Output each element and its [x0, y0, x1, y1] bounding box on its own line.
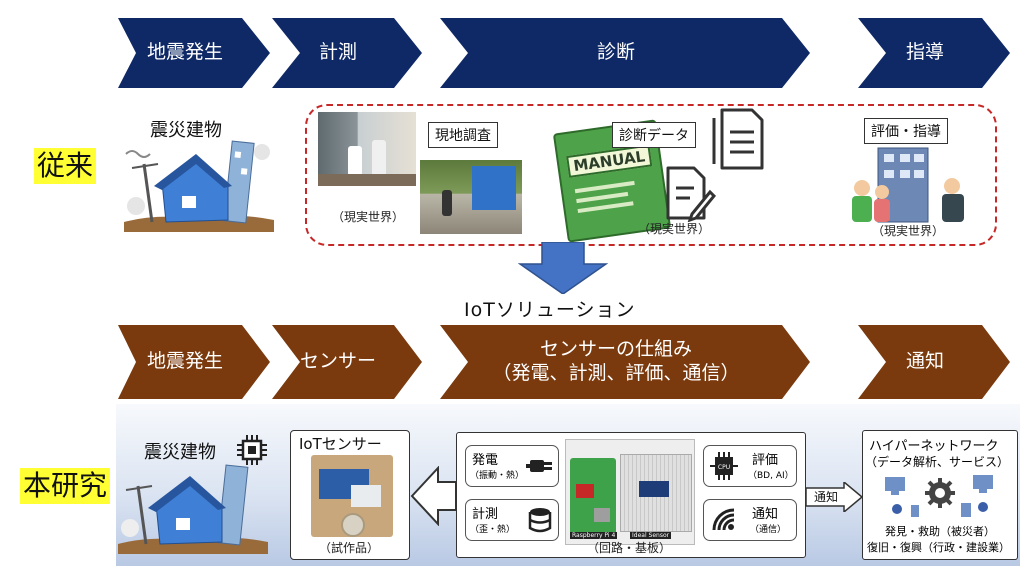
row-label-conventional: 従来: [34, 148, 97, 184]
measure-box: 計測 （歪・熱）: [465, 499, 559, 541]
guidance-caption: （現実世界）: [872, 224, 945, 238]
measure-sub: （歪・熱）: [470, 525, 516, 535]
document-icon: [712, 108, 764, 170]
iot-sensor-photo: [311, 455, 393, 537]
comm-title: 通知: [752, 507, 779, 522]
plug-icon: [526, 460, 552, 472]
raspberry-board: [570, 458, 616, 538]
evaluate-title: 評価: [752, 453, 779, 468]
power-sub: （振動・熱）: [470, 471, 525, 481]
power-box: 発電 （振動・熱）: [465, 445, 559, 487]
conventional-process-frame: [305, 104, 997, 246]
site-survey-label: 現地調査: [428, 122, 498, 148]
iot-sensor-caption: （試作品）: [319, 541, 380, 555]
building-label-bottom: 震災建物: [144, 442, 216, 463]
notify-arrow-label: 通知: [814, 490, 839, 504]
site-survey-photo-1: [318, 112, 416, 186]
database-icon: [528, 508, 552, 533]
network-line1: 発見・救助（被災者）: [885, 525, 995, 538]
conv-step-diagnosis: 診断: [440, 18, 810, 88]
network-line2: 復旧・復興（行政・建設業）: [867, 541, 1010, 554]
cpu-text: CPU: [718, 464, 730, 471]
building-label-top: 震災建物: [150, 120, 222, 141]
guidance-label: 評価・指導: [864, 118, 948, 144]
breadboard: [620, 454, 692, 532]
iot-sensor-title: IoTセンサー: [299, 435, 382, 453]
circuit-panel: 発電 （振動・熱） 計測 （歪・熱） Raspberry Pi 4 Ideal …: [456, 432, 806, 558]
network-sub: （データ解析、サービス）: [865, 455, 1010, 469]
chip-icon: [237, 435, 267, 465]
guidance-illustration: [852, 147, 964, 223]
iot-solution-label: IoTソリューション: [464, 299, 636, 321]
down-arrow-icon: [518, 242, 608, 294]
cpu-icon: CPU: [710, 452, 738, 480]
hyper-network-card: ハイパーネットワーク （データ解析、サービス） 発見・救助（被災者） 復旧・復興…: [862, 430, 1018, 560]
board-label-2: Ideal Sensor: [630, 532, 672, 539]
measure-title: 計測: [472, 507, 499, 522]
left-arrow-icon: [410, 466, 457, 526]
conv-step-guidance: 指導: [858, 18, 1010, 88]
conv-step-earthquake: 地震発生: [118, 18, 270, 88]
survey-caption: （現実世界）: [332, 210, 405, 224]
network-title: ハイパーネットワーク: [869, 439, 999, 454]
wifi-icon: [712, 508, 735, 531]
damaged-building-illustration-bottom: [118, 464, 268, 554]
document-edit-icon: [666, 166, 716, 222]
row-label-research: 本研究: [20, 468, 111, 504]
evaluate-box: CPU 評価 （BD, AI）: [703, 445, 797, 487]
iot-sensor-card: IoTセンサー （試作品）: [290, 430, 410, 560]
right-arrow-icon: [806, 482, 862, 512]
circuit-caption: （回路・基板）: [587, 541, 672, 555]
board-label-1: Raspberry Pi 4: [570, 532, 618, 539]
research-step-mechanism: センサーの仕組み（発電、計測、評価、通信）: [440, 325, 810, 399]
conv-step-measure: 計測: [272, 18, 422, 88]
comm-box: 通知 （通信）: [703, 499, 797, 541]
circuit-board: Raspberry Pi 4 Ideal Sensor: [565, 439, 695, 545]
damaged-building-illustration: [124, 140, 274, 232]
diagnosis-caption: （現実世界）: [638, 222, 711, 236]
site-survey-photo-2: [420, 160, 522, 234]
research-step-notify: 通知: [858, 325, 1010, 399]
research-step-earthquake: 地震発生: [118, 325, 270, 399]
power-title: 発電: [472, 453, 499, 468]
diagnosis-data-label: 診断データ: [612, 122, 696, 148]
network-icons: [885, 475, 993, 517]
manual-text: MANUAL: [566, 144, 653, 178]
evaluate-sub: （BD, AI）: [748, 471, 794, 481]
research-step-sensor: センサー: [272, 325, 422, 399]
comm-sub: （通信）: [750, 525, 787, 535]
